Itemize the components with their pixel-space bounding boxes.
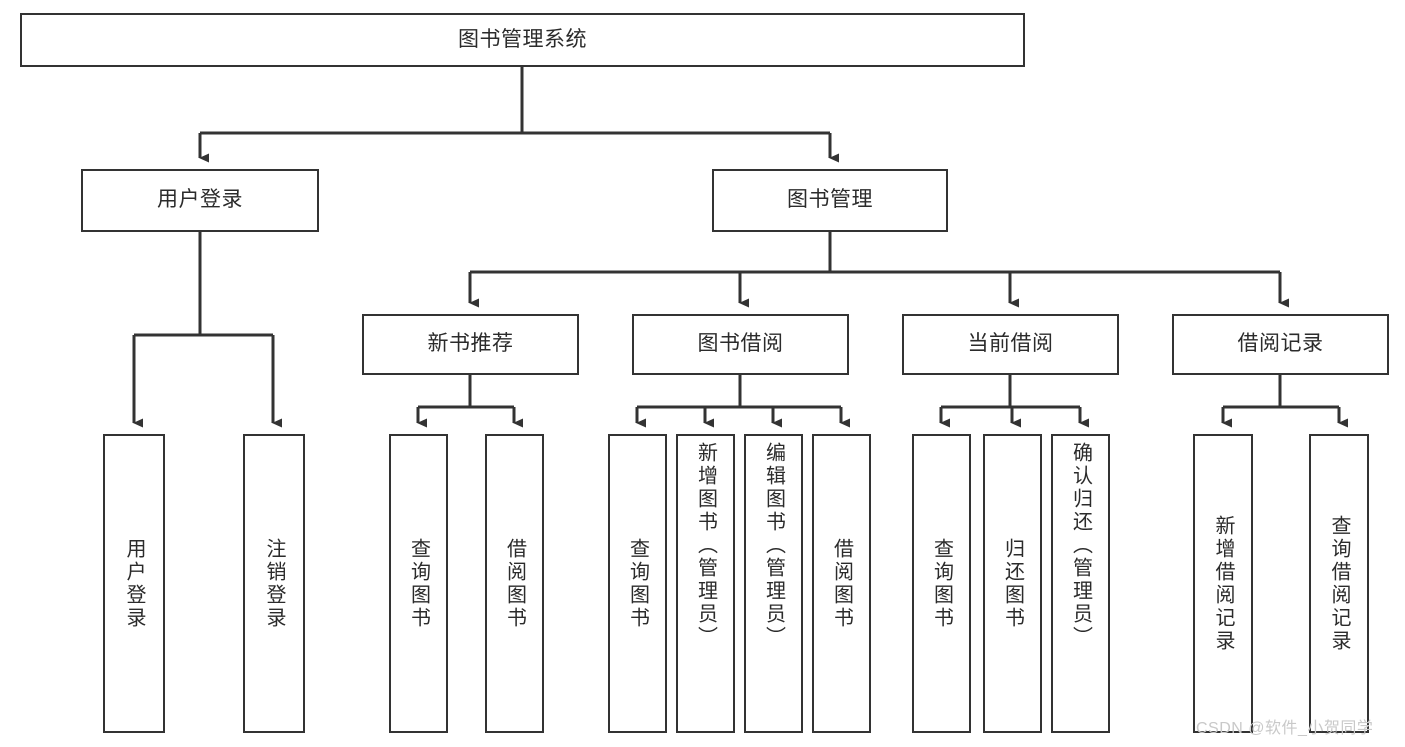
node-leaf-borrow-book-2[interactable]: 借阅图书 — [812, 434, 871, 733]
node-leaf-query-borrow-record[interactable]: 查询借阅记录 — [1309, 434, 1369, 733]
node-label-root: 图书管理系统 — [458, 27, 587, 51]
node-label-user-login: 用户登录 — [157, 188, 243, 212]
node-leaf-borrow-book-1[interactable]: 借阅图书 — [485, 434, 544, 733]
node-user-login[interactable]: 用户登录 — [81, 169, 319, 232]
node-book-manage[interactable]: 图书管理 — [712, 169, 948, 232]
node-leaf-edit-book[interactable]: 编辑图书（管理员） — [744, 434, 803, 733]
node-label-leaf-return-book: 归还图书 — [1001, 537, 1024, 630]
node-leaf-add-book[interactable]: 新增图书（管理员） — [676, 434, 735, 733]
node-borrow-record[interactable]: 借阅记录 — [1172, 314, 1389, 375]
node-leaf-user-login[interactable]: 用户登录 — [103, 434, 165, 733]
node-label-new-book-recommend: 新书推荐 — [427, 332, 514, 356]
node-label-leaf-borrow-book-2: 借阅图书 — [830, 537, 853, 630]
node-label-book-borrow: 图书借阅 — [697, 332, 784, 356]
node-label-leaf-query-book-3: 查询图书 — [930, 537, 953, 630]
node-current-borrow[interactable]: 当前借阅 — [902, 314, 1119, 375]
node-leaf-confirm-return[interactable]: 确认归还（管理员） — [1051, 434, 1110, 733]
node-label-book-manage: 图书管理 — [787, 188, 873, 212]
node-label-leaf-logout-login: 注销登录 — [263, 537, 285, 630]
node-label-leaf-add-borrow-record: 新增借阅记录 — [1212, 514, 1234, 653]
node-label-leaf-user-login: 用户登录 — [123, 537, 145, 630]
node-label-leaf-edit-book: 编辑图书（管理员） — [762, 442, 785, 649]
node-leaf-query-book-1[interactable]: 查询图书 — [389, 434, 448, 733]
node-leaf-logout-login[interactable]: 注销登录 — [243, 434, 305, 733]
node-label-leaf-confirm-return: 确认归还（管理员） — [1069, 442, 1092, 649]
node-book-borrow[interactable]: 图书借阅 — [632, 314, 849, 375]
node-label-borrow-record: 借阅记录 — [1237, 332, 1324, 356]
node-label-current-borrow: 当前借阅 — [967, 332, 1054, 356]
node-leaf-add-borrow-record[interactable]: 新增借阅记录 — [1193, 434, 1253, 733]
node-label-leaf-query-book-1: 查询图书 — [407, 537, 430, 630]
node-label-leaf-query-book-2: 查询图书 — [626, 537, 649, 630]
node-leaf-query-book-2[interactable]: 查询图书 — [608, 434, 667, 733]
watermark-text: CSDN @软件_小贺同学 — [1196, 720, 1374, 737]
node-leaf-return-book[interactable]: 归还图书 — [983, 434, 1042, 733]
node-leaf-query-book-3[interactable]: 查询图书 — [912, 434, 971, 733]
node-label-leaf-query-borrow-record: 查询借阅记录 — [1328, 514, 1350, 653]
node-system-root[interactable]: 图书管理系统 — [20, 13, 1025, 67]
node-label-leaf-add-book: 新增图书（管理员） — [694, 442, 717, 649]
node-label-leaf-borrow-book-1: 借阅图书 — [503, 537, 526, 630]
node-new-book-recommend[interactable]: 新书推荐 — [362, 314, 579, 375]
